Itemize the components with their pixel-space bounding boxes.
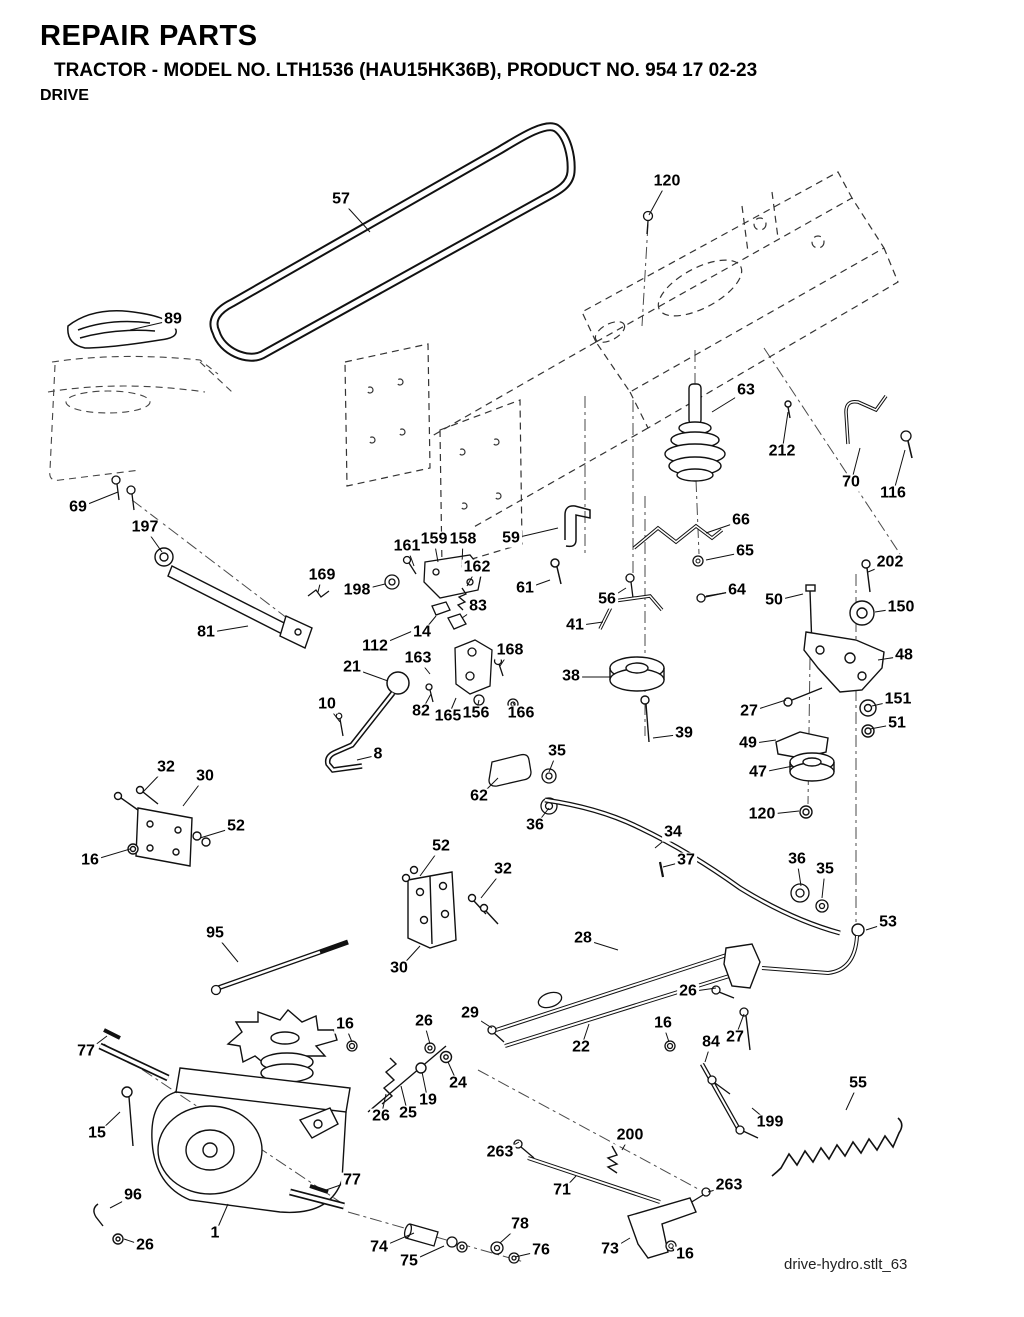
drive-belt-57 <box>209 122 576 362</box>
leader-lines <box>77 181 906 1263</box>
drawing-filename: drive-hydro.stlt_63 <box>784 1256 908 1273</box>
nuts-16 <box>346 1040 676 1054</box>
shift-linkage-parts <box>307 554 519 710</box>
linkage-84-199 <box>700 1062 759 1139</box>
axle-spacers <box>488 753 829 913</box>
handle-rod-95 <box>210 939 349 996</box>
bracket-30-center <box>401 865 499 949</box>
transaxle-1 <box>93 1008 351 1245</box>
section-label: DRIVE <box>40 87 89 104</box>
clip-59 <box>550 505 591 585</box>
drive-rod-34 <box>544 797 865 976</box>
spring-25-assembly <box>367 1045 453 1113</box>
shift-lever-8 <box>324 671 410 773</box>
chassis-hidden-outline <box>344 171 899 569</box>
page-title: REPAIR PARTS <box>40 20 258 52</box>
bolts-69 <box>111 475 136 511</box>
keeper-66 <box>625 523 735 603</box>
rod-41 <box>598 594 664 630</box>
axle-hardware <box>403 1223 520 1264</box>
brake-bracket-assembly <box>775 559 885 819</box>
header: REPAIR PARTS TRACTOR - MODEL NO. LTH1536… <box>40 20 1000 105</box>
idler-pulley-38 <box>609 656 665 743</box>
spring-55 <box>771 1117 903 1177</box>
bracket-30-left <box>113 785 211 867</box>
model-subtitle: TRACTOR - MODEL NO. LTH1536 (HAU15HK36B)… <box>54 60 758 81</box>
footrest-hidden-lines <box>47 355 233 481</box>
control-rods <box>487 943 761 1051</box>
keeper-70 <box>844 394 913 459</box>
engine-pulley-63 <box>664 383 792 482</box>
footrest-89 <box>67 310 177 349</box>
shaft-81 <box>154 547 313 649</box>
brake-rod-71 <box>513 1139 711 1259</box>
